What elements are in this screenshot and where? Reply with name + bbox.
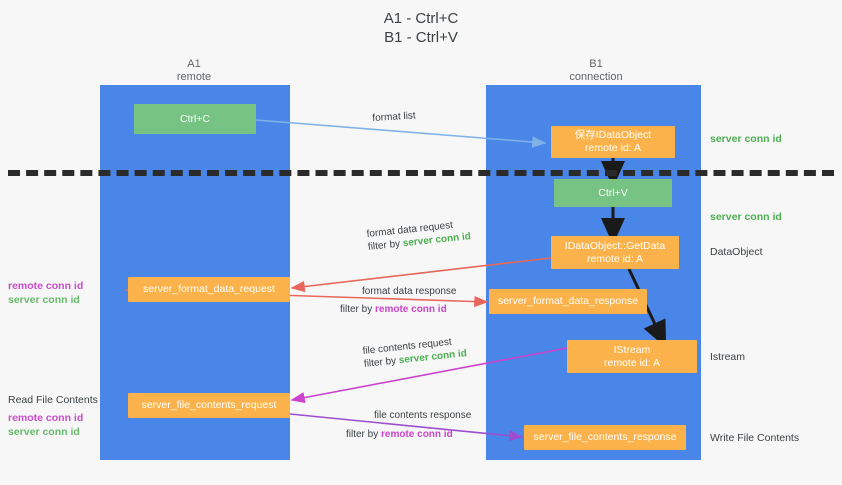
node-server-file-contents-response[interactable]: server_file_contents_response bbox=[524, 425, 686, 450]
lane-header-b1: B1 connection bbox=[516, 58, 676, 84]
filter-value: remote conn id bbox=[381, 429, 453, 440]
edge-label-format-list: format list bbox=[372, 109, 416, 125]
lane-header-a1: A1 remote bbox=[114, 58, 274, 84]
node-server-file-contents-request[interactable]: server_file_contents_request bbox=[128, 393, 290, 418]
node-server-format-data-request[interactable]: server_format_data_request bbox=[128, 277, 290, 302]
edge-label-file-contents-request: file contents request filter by server c… bbox=[362, 334, 468, 371]
node-server-format-data-response-label: server_format_data_response bbox=[497, 295, 639, 307]
page-title: A1 - Ctrl+C B1 - Ctrl+V bbox=[0, 9, 842, 47]
node-ctrl-v-label: Ctrl+V bbox=[598, 186, 628, 199]
left-label-server-conn-id-1: server conn id bbox=[8, 294, 80, 306]
left-label-remote-conn-id-2: remote conn id bbox=[8, 412, 84, 424]
node-idataobject-getdata[interactable]: IDataObject::GetData remote id: A bbox=[551, 236, 679, 269]
node-istream-line1: IStream bbox=[613, 343, 651, 356]
edge-label-file-contents-response-filter: filter by remote conn id bbox=[346, 428, 471, 441]
left-label-read-file-contents: Read File Contents bbox=[8, 393, 98, 407]
left-label-server-conn-id-2: server conn id bbox=[8, 426, 80, 438]
title-line-2: B1 - Ctrl+V bbox=[384, 29, 458, 46]
filter-value: remote conn id bbox=[375, 304, 447, 315]
node-server-format-data-response[interactable]: server_format_data_response bbox=[489, 289, 647, 314]
left-label-conn-pair-1: remote conn id server conn id bbox=[8, 279, 83, 307]
filter-prefix: filter by bbox=[346, 429, 382, 440]
lane-a1-name: A1 bbox=[187, 58, 201, 70]
node-server-file-contents-response-label: server_file_contents_response bbox=[533, 431, 677, 443]
lane-a1-sub: remote bbox=[176, 71, 212, 83]
left-label-remote-conn-id-1: remote conn id bbox=[8, 280, 84, 292]
node-ctrl-c-label: Ctrl+C bbox=[179, 112, 211, 125]
node-getdata-line2: remote id: A bbox=[586, 252, 644, 265]
node-save-idataobject[interactable]: 保存IDataObject remote id: A bbox=[551, 126, 675, 158]
edge-label-format-data-request: format data request filter by server con… bbox=[366, 217, 472, 254]
title-line-1: A1 - Ctrl+C bbox=[383, 10, 459, 27]
right-label-server-conn-id-mid: server conn id bbox=[710, 211, 782, 223]
left-label-conn-pair-2: remote conn id server conn id bbox=[8, 411, 83, 439]
node-save-idataobject-line1: 保存IDataObject bbox=[574, 129, 652, 141]
edge-label-file-contents-response-title: file contents response bbox=[374, 410, 472, 421]
edge-label-format-data-response: format data response filter by remote co… bbox=[340, 285, 457, 316]
node-ctrl-v[interactable]: Ctrl+V bbox=[554, 179, 672, 207]
node-getdata-line1: IDataObject::GetData bbox=[564, 239, 666, 252]
left-label-read-file-contents-text: Read File Contents bbox=[8, 394, 98, 406]
node-save-idataobject-line2: remote id: A bbox=[584, 142, 642, 154]
right-label-write-file-contents: Write File Contents bbox=[710, 432, 800, 444]
lane-b1-name: B1 bbox=[589, 58, 603, 70]
filter-prefix: filter by bbox=[367, 238, 404, 253]
lane-b1-sub: connection bbox=[569, 71, 623, 83]
filter-prefix: filter by bbox=[340, 304, 376, 315]
edge-label-format-data-response-title: format data response bbox=[362, 286, 457, 297]
edge-label-format-data-response-filter: filter by remote conn id bbox=[340, 303, 457, 316]
phase-divider bbox=[8, 170, 834, 176]
node-server-file-contents-request-label: server_file_contents_request bbox=[141, 399, 277, 411]
node-ctrl-c[interactable]: Ctrl+C bbox=[134, 104, 256, 134]
right-label-istream: Istream bbox=[710, 351, 746, 363]
edge-label-format-list-text: format list bbox=[372, 110, 416, 124]
right-label-dataobject: DataObject bbox=[710, 246, 763, 258]
node-server-format-data-request-label: server_format_data_request bbox=[143, 283, 275, 295]
right-label-server-conn-id-top: server conn id bbox=[710, 133, 782, 145]
filter-prefix: filter by bbox=[363, 355, 400, 370]
node-istream-line2: remote id: A bbox=[603, 356, 661, 369]
node-istream[interactable]: IStream remote id: A bbox=[567, 340, 697, 373]
edge-label-file-contents-response: file contents response filter by remote … bbox=[346, 409, 472, 441]
